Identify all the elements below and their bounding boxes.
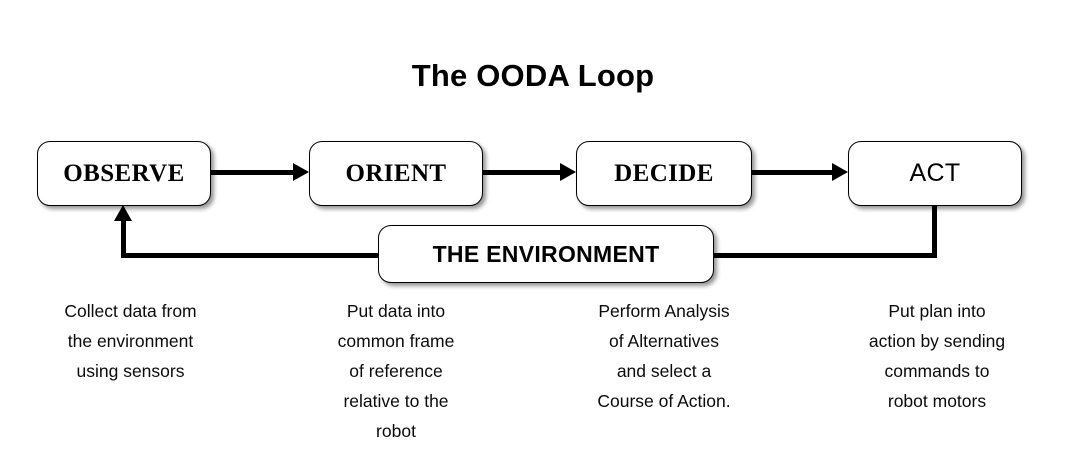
caption-line: common frame bbox=[337, 331, 455, 351]
arrow-right-icon bbox=[293, 163, 309, 181]
caption-line: Put data into bbox=[346, 301, 446, 321]
node-orient[interactable]: ORIENT bbox=[309, 141, 483, 206]
node-act-label: ACT bbox=[909, 159, 961, 187]
caption-decide: Perform Analysis of Alternatives and sel… bbox=[566, 296, 762, 416]
caption-line: commands to bbox=[884, 361, 990, 381]
node-observe[interactable]: OBSERVE bbox=[37, 141, 211, 206]
node-environment-label: THE ENVIRONMENT bbox=[432, 240, 660, 267]
node-act[interactable]: ACT bbox=[848, 141, 1022, 206]
caption-line: the environment bbox=[67, 331, 194, 351]
caption-line: using sensors bbox=[76, 361, 185, 381]
feedback-loop-right-riser bbox=[932, 204, 937, 258]
caption-orient: Put data into common frame of reference … bbox=[300, 296, 492, 446]
arrow-decide-to-act-shaft bbox=[752, 170, 832, 175]
arrow-right-icon bbox=[560, 163, 576, 181]
arrow-orient-to-decide-shaft bbox=[483, 170, 562, 175]
node-environment[interactable]: THE ENVIRONMENT bbox=[378, 225, 714, 283]
node-observe-label: OBSERVE bbox=[63, 159, 185, 187]
caption-act: Put plan into action by sending commands… bbox=[838, 296, 1036, 416]
caption-line: Course of Action. bbox=[597, 391, 731, 411]
node-decide[interactable]: DECIDE bbox=[576, 141, 752, 206]
node-decide-label: DECIDE bbox=[614, 159, 714, 187]
node-orient-label: ORIENT bbox=[345, 159, 447, 187]
caption-line: Put plan into bbox=[888, 301, 986, 321]
caption-line: robot bbox=[376, 421, 416, 441]
caption-line: and select a bbox=[616, 361, 712, 381]
caption-line: action by sending bbox=[868, 331, 1006, 351]
caption-line: of reference bbox=[349, 361, 443, 381]
caption-line: of Alternatives bbox=[609, 331, 719, 351]
caption-line: relative to the bbox=[343, 391, 449, 411]
caption-line: Collect data from bbox=[64, 301, 197, 321]
caption-line: robot motors bbox=[887, 391, 987, 411]
feedback-loop-left-riser bbox=[121, 218, 126, 258]
arrow-observe-to-orient-shaft bbox=[211, 170, 295, 175]
caption-observe: Collect data from the environment using … bbox=[23, 296, 238, 386]
page-title: The OODA Loop bbox=[411, 58, 655, 93]
caption-line: Perform Analysis bbox=[598, 301, 730, 321]
arrow-right-icon bbox=[832, 163, 848, 181]
arrow-up-icon bbox=[114, 205, 132, 221]
